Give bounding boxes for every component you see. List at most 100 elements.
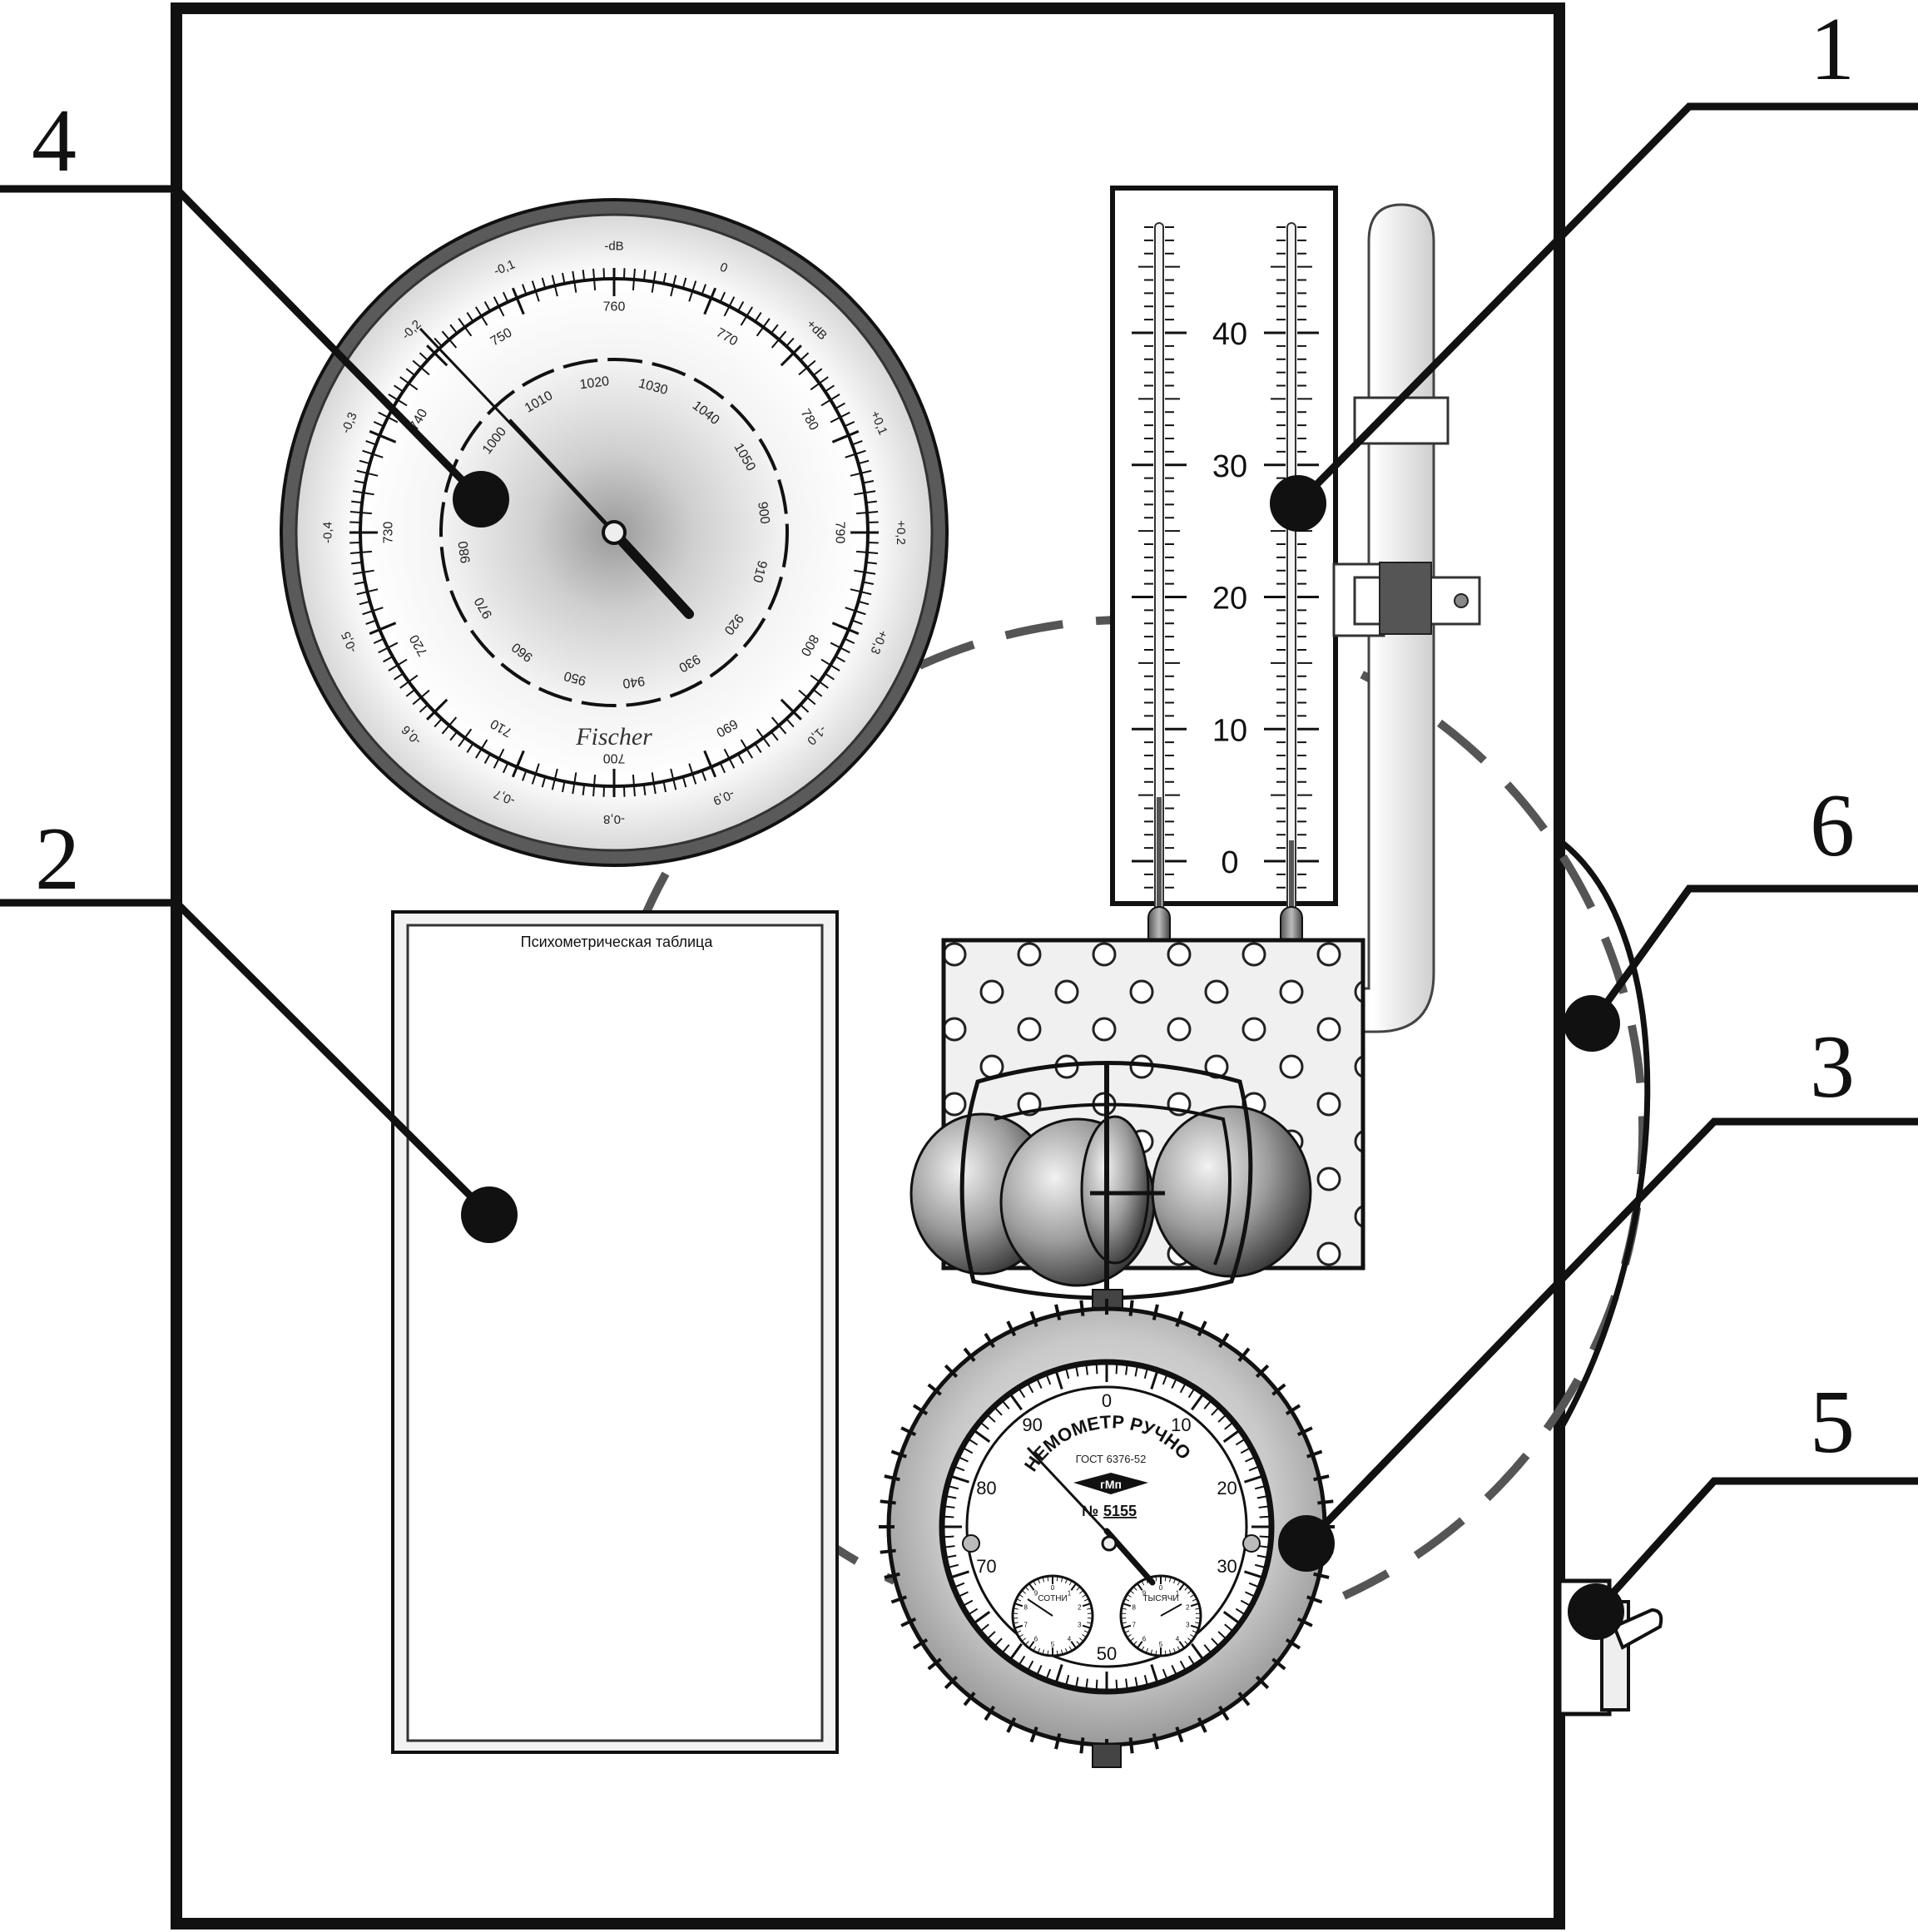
barometer-hpa-label: 950 <box>563 668 587 687</box>
subdial-digit: 6 <box>1034 1636 1038 1643</box>
callout-1: 1 <box>1270 0 1918 532</box>
barometer-hpa-label: 980 <box>456 540 473 564</box>
callout-5: 5 <box>1568 1373 1918 1640</box>
barometer-mmhg-label: 700 <box>603 751 626 765</box>
anemometer-hub <box>1101 1535 1118 1552</box>
anemometer-dial-label: 70 <box>976 1556 996 1577</box>
barometer-outer-label: -dB <box>604 239 623 253</box>
barometer: -0,1-dB0+dB+0,1+0,2+0,3-1,0-0,9-0,8-0,7-… <box>280 198 949 867</box>
anemometer-dial-label: 0 <box>1102 1390 1112 1411</box>
subdial-digit: 8 <box>1132 1603 1136 1611</box>
subdial-digit: 7 <box>1023 1622 1028 1629</box>
subdial-digit: 1 <box>1176 1589 1180 1597</box>
callout-2: 2 <box>0 810 518 1243</box>
anemometer-cup-assembly <box>909 1061 1312 1324</box>
subdial-digit: 7 <box>1132 1622 1136 1629</box>
callout-number-6: 6 <box>1810 776 1855 875</box>
anemometer-logo: гМп <box>1073 1473 1148 1494</box>
door-outline <box>1556 838 1651 1433</box>
callout-number-2: 2 <box>35 810 80 909</box>
dry-thermometer-mercury <box>1157 797 1162 914</box>
thermometer-scale-label: 0 <box>1221 845 1238 880</box>
subdial-digit: 1 <box>1068 1589 1072 1597</box>
callout-4: 4 <box>0 92 509 528</box>
anemometer-standard: ГОСТ 6376-52 <box>1076 1453 1147 1465</box>
subdial-digit: 6 <box>1142 1636 1147 1643</box>
psychrometric-table: Психометрическая таблица <box>391 910 839 1754</box>
barometer-hpa-label: 940 <box>622 673 646 690</box>
table-caption: Психометрическая таблица <box>521 934 714 950</box>
anemometer-dial-label: 10 <box>1171 1414 1191 1435</box>
callout-6: 6 <box>1564 776 1918 1052</box>
barometer-outer-label: +0,2 <box>894 520 908 545</box>
subdial-hundreds-label: СОТНИ <box>1038 1594 1067 1603</box>
reservoir-clip-upper <box>1353 396 1450 445</box>
latch-handle <box>1612 1608 1663 1650</box>
subdial-digit: 5 <box>1159 1641 1163 1648</box>
anemometer-dial-label: 90 <box>1022 1414 1042 1435</box>
barometer-needle-tail <box>508 419 616 534</box>
barometer-outer-label: -0,8 <box>603 812 625 826</box>
subdial-digit: 4 <box>1176 1636 1180 1643</box>
anemometer-dial-rim <box>939 1359 1275 1695</box>
callout-number-4: 4 <box>32 92 77 191</box>
anemometer-screw-right <box>1242 1534 1261 1553</box>
barometer-ticks <box>349 268 879 797</box>
subdial-digit: 8 <box>1023 1603 1028 1611</box>
anemometer-dial-label: 20 <box>1217 1478 1237 1499</box>
subdial-digit: 2 <box>1186 1603 1190 1611</box>
subdial-thousands-label: ТЫСЯЧИ <box>1142 1594 1178 1603</box>
thermometer-scale-label: 20 <box>1212 582 1247 617</box>
subdial-digit: 9 <box>1142 1589 1147 1597</box>
barometer-hpa-label: 910 <box>750 559 769 584</box>
thermometer-scale-label: 40 <box>1212 317 1247 352</box>
barometer-mmhg-label: 730 <box>382 522 396 544</box>
anemometer-screw-left <box>962 1534 980 1553</box>
barometer-mmhg-label: 790 <box>832 522 846 544</box>
thermometer-board <box>1110 186 1338 906</box>
barometer-hpa-label: 1020 <box>579 374 611 393</box>
subdial-digit: 3 <box>1186 1622 1190 1629</box>
subdial-digit: 2 <box>1078 1603 1082 1611</box>
subdial-digit: 4 <box>1068 1636 1072 1643</box>
anemometer-ticks <box>942 1362 1271 1692</box>
anemometer-cup-front <box>1080 1115 1150 1265</box>
wet-thermometer-mercury <box>1289 840 1294 915</box>
anemometer-cup-right <box>1151 1105 1312 1278</box>
thermometer-ticks <box>1132 226 1319 889</box>
anemometer-subdial-thousands: 0 12 34 5 67 89 ТЫСЯЧИ <box>1119 1574 1202 1657</box>
subdial-digit: 0 <box>1159 1584 1163 1592</box>
barometer-hpa-ring <box>439 358 789 707</box>
reservoir-bracket-screw <box>1454 593 1469 608</box>
barometer-hpa-label: 900 <box>755 501 771 525</box>
barometer-brand: Fischer <box>575 723 652 751</box>
anemometer-dial-label: 50 <box>1097 1643 1117 1664</box>
subdial-digit: 3 <box>1078 1622 1082 1629</box>
callout-number-3: 3 <box>1810 1018 1855 1117</box>
table-frame-inner <box>406 924 824 1742</box>
barometer-outer-label: -0,4 <box>320 522 335 543</box>
barometer-hub <box>602 520 627 545</box>
anemometer-dial-inner-ring <box>965 1385 1248 1668</box>
callout-3: 3 <box>1278 1018 1918 1572</box>
wet-thermometer-tube <box>1286 222 1296 914</box>
thermometer-scale-label: 10 <box>1212 713 1247 748</box>
anemometer-dial-label: 30 <box>1217 1556 1237 1577</box>
anemometer-dial-label: 80 <box>976 1478 996 1499</box>
anemometer-bottom-knob <box>1092 1743 1122 1768</box>
barometer-mmhg-label: 760 <box>603 300 626 315</box>
subdial-digit: 0 <box>1051 1584 1055 1592</box>
barometer-needle <box>609 528 694 619</box>
reservoir-clamp <box>1379 562 1432 635</box>
subdial-digit: 5 <box>1051 1641 1055 1648</box>
callout-number-5: 5 <box>1810 1373 1855 1472</box>
anemometer-guard-inner <box>994 1102 1232 1266</box>
anemometer-logo-text: гМп <box>1100 1478 1122 1491</box>
callout-number-1: 1 <box>1810 0 1855 99</box>
